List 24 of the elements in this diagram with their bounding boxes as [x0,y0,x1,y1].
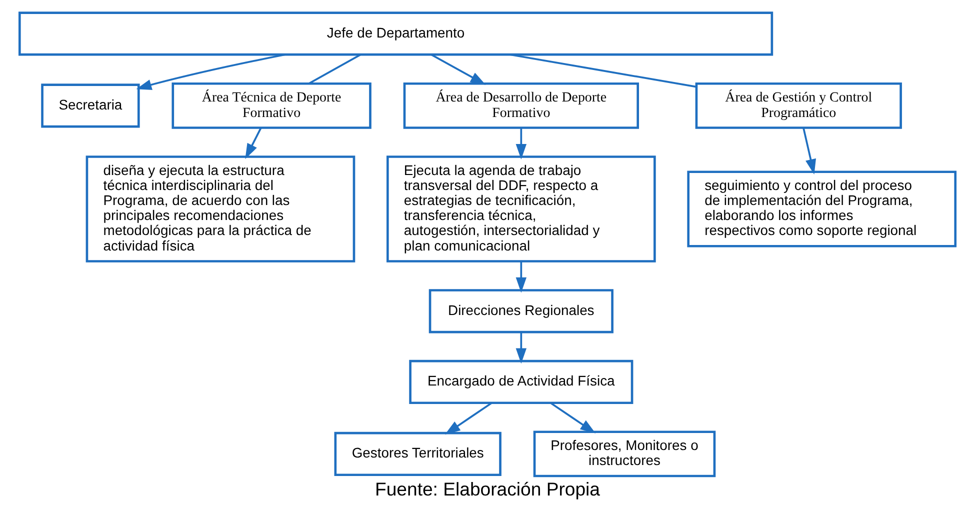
node-box: Área Técnica de Deporte Formativo [171,82,371,129]
arrow [515,261,526,293]
connector [308,54,360,84]
arrow [136,54,285,90]
node-box: Gestores Territoriales [334,432,501,476]
node-box: Área de Gestión y Control Programático [694,82,902,129]
arrow [515,332,526,364]
node-box: seguimiento y control del proceso de implementación del Programa, elaborando los informes respectivos como soporte regional [686,170,956,248]
arrow [549,402,596,434]
arrow [515,128,526,160]
node-box: diseña y ejecuta la estructura técnica interdisciplinaria del Programa, de acuerdo con las principales recomendaciones metodológicas para la práctica de actividad física [85,156,355,262]
connector [510,54,696,88]
node-box: Direcciones Regionales [428,289,613,334]
node-box: Área de Desarrollo de Deporte Formativo [402,82,638,129]
arrow [802,128,816,175]
arrow [430,54,486,85]
arrow [444,402,492,435]
caption: Fuente: Elaboración Propia [374,478,600,500]
node-box: Encargado de Actividad Física [408,360,633,404]
node-box: Jefe de Departamento [18,12,773,56]
arrow [244,127,262,160]
node-box: Secretaria [40,84,140,128]
node-box: Profesores, Monitores o instructores [532,430,716,478]
node-box: Ejecuta la agenda de trabajo transversal del DDF, respecto a estrategias de tecnificación, transferencia técnica, autogestión, intersectorialidad y plan comunicacional [386,156,656,262]
